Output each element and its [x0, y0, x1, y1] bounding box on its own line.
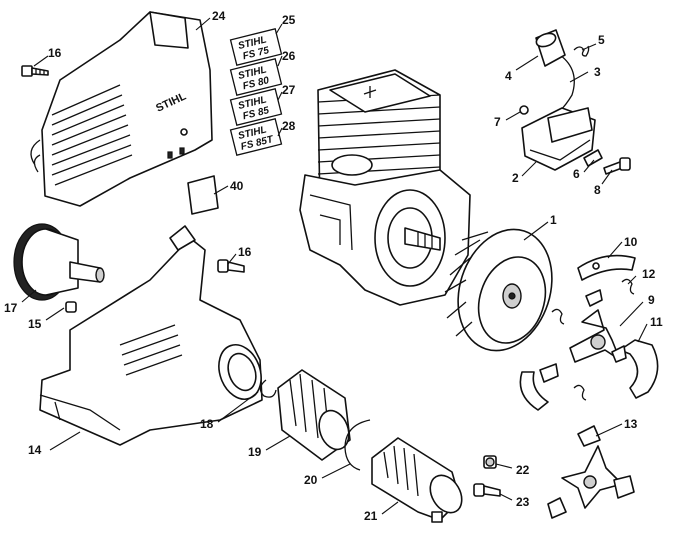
callout-7: 7 — [494, 115, 501, 129]
retaining-wire-20 — [344, 419, 371, 471]
leader-lines — [21, 17, 648, 515]
decal-25: STIHL FS 75 — [229, 28, 283, 66]
engine-shroud: STIHL — [30, 11, 213, 207]
callout-40: 40 — [230, 179, 244, 193]
callout-17: 17 — [4, 301, 18, 315]
callout-24: 24 — [212, 9, 226, 23]
callout-25: 25 — [282, 13, 296, 27]
callout-16-top: 16 — [48, 46, 62, 60]
spring-5 — [573, 45, 590, 57]
screw-16-middle — [217, 259, 245, 273]
fan-housing — [39, 225, 263, 446]
spark-plug-boot — [535, 29, 566, 67]
callout-6: 6 — [573, 167, 580, 181]
clutch-drum — [13, 223, 105, 301]
screw-22 — [483, 455, 497, 469]
clutch-shoe-11 — [611, 339, 659, 399]
decal-28: STIHL FS 85T — [229, 118, 283, 156]
screw-16-top — [21, 65, 49, 77]
pin-15 — [65, 301, 77, 313]
tube-21 — [371, 437, 463, 523]
spring-lower — [573, 384, 587, 401]
callout-12: 12 — [642, 267, 656, 281]
callout-16-middle: 16 — [238, 245, 252, 259]
callout-13: 13 — [624, 417, 638, 431]
clutch-carrier-9 — [569, 309, 621, 363]
circlip-18 — [259, 379, 277, 398]
decal-26: STIHL FS 80 — [229, 58, 283, 96]
callout-2: 2 — [512, 171, 519, 185]
rubber-sleeve — [277, 369, 351, 461]
callout-18: 18 — [200, 417, 214, 431]
callout-22: 22 — [516, 463, 530, 477]
clutch-shoe-10 — [577, 254, 636, 281]
callout-27: 27 — [282, 83, 296, 97]
clutch-hub-13 — [547, 425, 635, 519]
callout-4: 4 — [505, 69, 512, 83]
callout-28: 28 — [282, 119, 296, 133]
callout-15: 15 — [28, 317, 42, 331]
callout-20: 20 — [304, 473, 318, 487]
callout-5: 5 — [598, 33, 605, 47]
spring-small — [551, 308, 565, 325]
callout-labels: 1 2 3 4 5 6 7 8 9 10 11 12 13 14 15 16 1… — [4, 9, 663, 523]
callout-9: 9 — [648, 293, 655, 307]
clutch-shoe-left — [519, 363, 559, 411]
callout-14: 14 — [28, 443, 42, 457]
screw-8 — [603, 157, 631, 175]
screw-23 — [473, 483, 501, 497]
ignition-module — [521, 107, 596, 171]
crankcase — [299, 169, 471, 306]
nut-7 — [519, 105, 529, 115]
clip-6 — [583, 149, 603, 167]
callout-1: 1 — [550, 213, 557, 227]
callout-23: 23 — [516, 495, 530, 509]
callout-8: 8 — [594, 183, 601, 197]
callout-3: 3 — [594, 65, 601, 79]
spring-12 — [585, 278, 635, 307]
callout-21: 21 — [364, 509, 378, 523]
callout-10: 10 — [624, 235, 638, 249]
decal-27: STIHL FS 85 — [229, 88, 283, 126]
plate-40 — [187, 175, 219, 215]
callout-11: 11 — [650, 315, 663, 329]
callout-19: 19 — [248, 445, 262, 459]
callout-26: 26 — [282, 49, 296, 63]
flywheel — [444, 228, 553, 352]
